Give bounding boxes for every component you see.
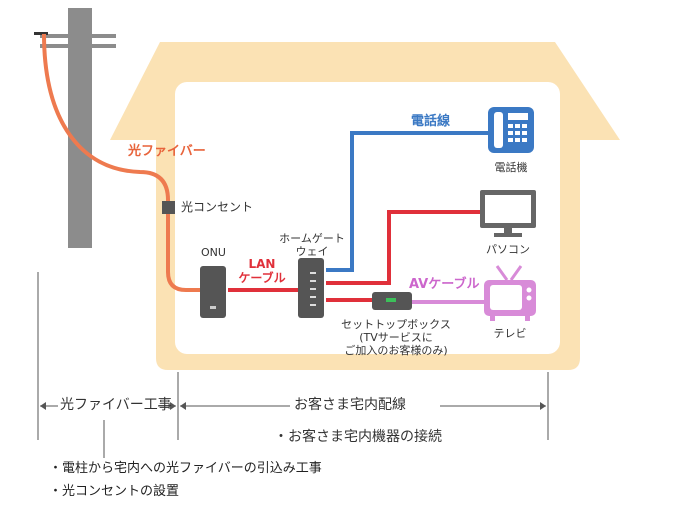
- tv-leg-right: [525, 316, 530, 321]
- tv-screen: [490, 285, 522, 310]
- hgw-light-4: [310, 296, 316, 298]
- pc-stand: [504, 228, 512, 233]
- pole-crossarm-top: [40, 34, 116, 38]
- phone-display: [508, 113, 528, 120]
- arrowhead-right-section-a: [180, 402, 186, 410]
- hgw-light-3: [310, 288, 316, 290]
- tv-knob-1: [526, 287, 532, 293]
- home-gateway-label-line1: ホームゲート: [279, 232, 345, 245]
- phone-label: 電話機: [494, 161, 528, 174]
- onu-device: [200, 266, 226, 318]
- hgw-light-1: [310, 272, 316, 274]
- fiber-label: 光ファイバー: [128, 144, 206, 159]
- lan-cable-pc: [326, 210, 480, 285]
- arrowhead-right-section-b: [540, 402, 546, 410]
- arrowhead-left-section-a: [40, 402, 46, 410]
- tv-knob-2: [526, 295, 532, 301]
- set-top-box-light: [386, 298, 396, 302]
- tv-leg-left: [490, 316, 495, 321]
- phone-line-label: 電話線: [411, 114, 451, 129]
- tv-label: テレビ: [493, 327, 527, 340]
- phone-keypad: [508, 124, 527, 142]
- house-interior: [175, 82, 560, 354]
- tv-antenna-right: [509, 265, 523, 281]
- fiber-outlet-box: [162, 201, 175, 214]
- pole-wire-stub: [34, 32, 48, 35]
- onu-label: ONU: [201, 246, 226, 259]
- onu-light: [210, 306, 216, 309]
- left-section-item-2: ・光コンセントの設置: [49, 484, 180, 499]
- phone-line-cable: [326, 131, 488, 272]
- set-top-box-note-line1: (TVサービスに: [359, 331, 433, 344]
- left-section-item-1: ・電柱から宅内への光ファイバーの引込み工事: [49, 461, 322, 476]
- tv-antenna-left: [495, 265, 509, 281]
- left-section-title: 光ファイバー工事: [60, 397, 172, 413]
- phone-handset: [494, 112, 503, 148]
- home-gateway-label-line2: ウェイ: [295, 245, 329, 258]
- av-cable-label: AVケーブル: [409, 277, 480, 292]
- arrowhead-left-section-b: [170, 402, 176, 410]
- lan-label-line1: LAN: [248, 257, 276, 271]
- pc-base: [494, 233, 522, 237]
- lan-label-line2: ケーブル: [238, 271, 286, 285]
- set-top-box-note-line2: ご加入のお客様のみ): [344, 344, 448, 357]
- pc-screen: [485, 195, 531, 223]
- hgw-light-2: [310, 280, 316, 282]
- right-section-item: ・お客さま宅内機器の接続: [274, 429, 442, 445]
- pole-crossarm-bottom: [40, 44, 116, 48]
- hgw-light-5: [310, 304, 316, 306]
- fiber-cable: [42, 33, 200, 292]
- set-top-box-label: セットトップボックス: [341, 318, 451, 331]
- fiber-outlet-label: 光コンセント: [181, 200, 254, 214]
- right-section-title: お客さま宅内配線: [294, 397, 406, 413]
- pc-label: パソコン: [486, 243, 530, 256]
